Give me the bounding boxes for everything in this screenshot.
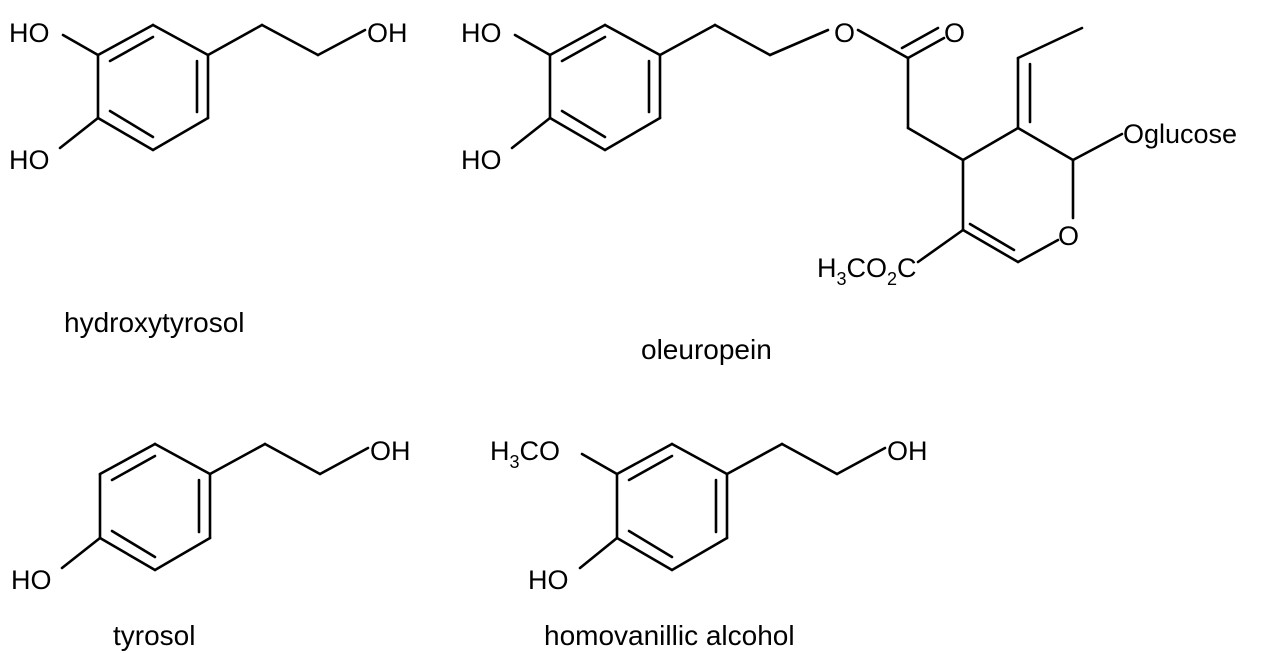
molecule-homovanillic-alcohol: H3CO HO OH homovanillic alcohol [490, 436, 928, 651]
oleuropein-oglucose-label: Oglucose [1123, 119, 1237, 149]
hydroxytyrosol-caption: hydroxytyrosol [64, 307, 245, 338]
homovanillic-alcohol-oh-label: OH [887, 436, 928, 466]
homovanillic-alcohol-methoxy-label: H3CO [490, 436, 560, 472]
tyrosol-caption: tyrosol [113, 620, 195, 651]
homovanillic-alcohol-caption: homovanillic alcohol [544, 620, 795, 651]
hydroxytyrosol-ho-bottom-label: HO [9, 145, 50, 175]
hydroxytyrosol-ho-top-label: HO [9, 18, 50, 48]
hydroxytyrosol-oh-label: OH [367, 18, 408, 48]
oleuropein-caption: oleuropein [641, 334, 772, 365]
oleuropein-carbonyl-o-label: O [944, 18, 965, 48]
molecule-hydroxytyrosol: HO HO OH hydroxytyrosol [9, 18, 408, 338]
oleuropein-methyl-ester-label: H3CO2C [817, 253, 917, 289]
molecule-oleuropein: HO HO O O Oglucose O H3CO2C oleuropein [461, 18, 1237, 365]
homovanillic-alcohol-ho-label: HO [528, 565, 569, 595]
oleuropein-ho-top-label: HO [461, 18, 502, 48]
tyrosol-bonds [60, 442, 370, 572]
hydroxytyrosol-bonds [58, 23, 367, 152]
oleuropein-ho-bottom-label: HO [461, 145, 502, 175]
oleuropein-ring-o-label: O [1058, 221, 1079, 251]
molecule-tyrosol: OH HO tyrosol [11, 436, 411, 651]
oleuropein-ester-o-label: O [834, 18, 855, 48]
tyrosol-oh-label: OH [370, 436, 411, 466]
oleuropein-bonds [510, 23, 1124, 264]
tyrosol-ho-label: HO [11, 565, 52, 595]
homovanillic-alcohol-bonds [578, 442, 887, 572]
